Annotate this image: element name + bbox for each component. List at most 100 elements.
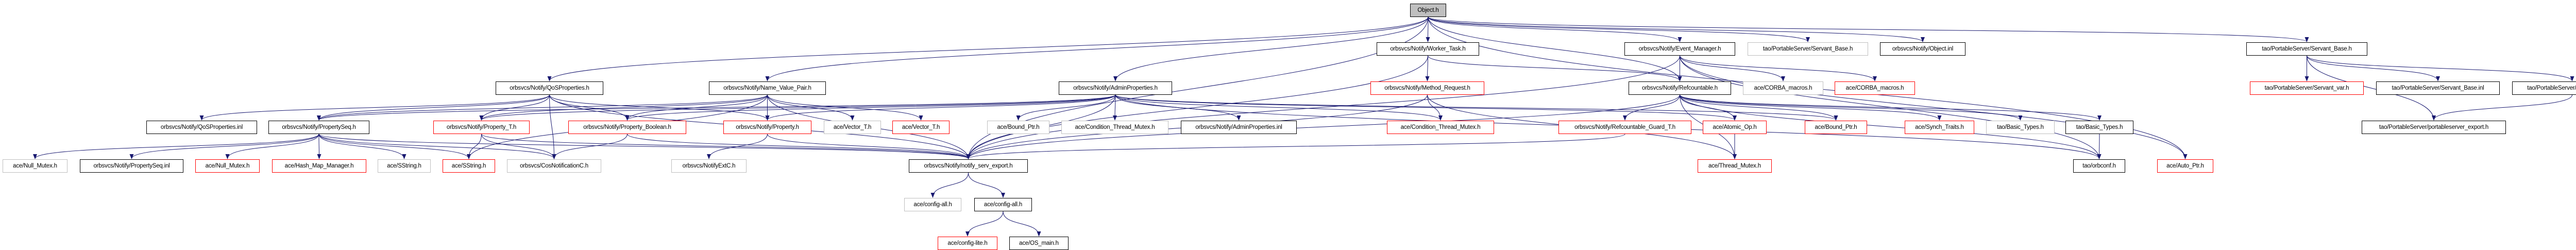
graph-node-orbconf[interactable]: tao/orbconf.h (2073, 159, 2125, 173)
graph-node-qos-properties-inl[interactable]: orbsvcs/Notify/QoSProperties.inl (146, 121, 257, 134)
graph-node-config-lite[interactable]: ace/config-lite.h (938, 237, 997, 250)
edge-property-seq-to-sstring-gray (318, 134, 406, 159)
edge-refcountable-to-orbconf (1680, 94, 2102, 159)
edge-property-t-to-cos-notification (481, 134, 556, 159)
graph-node-vector-t-red[interactable]: ace/Vector_T.h (892, 121, 950, 134)
graph-node-servant-base-gray[interactable]: tao/PortableServer/Servant_Base.h (1748, 42, 1868, 56)
graph-node-object-inl[interactable]: orbsvcs/Notify/Object.inl (1880, 42, 1965, 56)
graph-node-property-seq-inl[interactable]: orbsvcs/Notify/PropertySeq.inl (80, 159, 183, 173)
graph-node-worker-task[interactable]: orbsvcs/Notify/Worker_Task.h (1377, 42, 1479, 56)
edge-servant-base-to-portableserver-export (2307, 55, 2436, 121)
edge-event-manager-to-notify-serv-export (966, 55, 1680, 159)
graph-node-atomic-op[interactable]: ace/Atomic_Op.h (1703, 121, 1767, 134)
edge-admin-properties-to-cond-mutex-red (1115, 94, 1443, 121)
edge-property-seq-to-property-seq-inl (129, 134, 319, 159)
graph-node-refcountable-guard[interactable]: orbsvcs/Notify/Refcountable_Guard_T.h (1558, 121, 1691, 134)
edge-property-to-notify-serv-export (767, 134, 971, 159)
graph-node-hash-map-manager[interactable]: ace/Hash_Map_Manager.h (272, 159, 366, 173)
edge-object-h-to-admin-properties (1113, 16, 1429, 81)
graph-node-config-all-gray[interactable]: ace/config-all.h (904, 198, 961, 211)
graph-node-property-seq[interactable]: orbsvcs/Notify/PropertySeq.h (268, 121, 369, 134)
edge-property-boolean-to-cos-notification (552, 134, 628, 159)
graph-node-servant-base[interactable]: tao/PortableServer/Servant_Base.h (2246, 42, 2367, 56)
edge-admin-properties-to-property-t (479, 94, 1116, 121)
edge-property-to-notify-ext (707, 134, 768, 159)
graph-node-property[interactable]: orbsvcs/Notify/Property.h (723, 121, 811, 134)
graph-node-os-main[interactable]: ace/OS_main.h (1009, 237, 1069, 250)
edge-property-seq-to-null-mutex-gray (33, 134, 319, 159)
graph-node-thread-mutex[interactable]: ace/Thread_Mutex.h (1698, 159, 1772, 173)
edge-object-h-to-servant-base (1428, 16, 2309, 42)
graph-node-ps-forwardc[interactable]: tao/PortableServer/PS_ForwardC.h (2512, 81, 2576, 95)
edge-admin-properties-to-property-boolean (625, 94, 1116, 121)
graph-node-auto-ptr[interactable]: ace/Auto_Ptr.h (2157, 159, 2213, 173)
edge-qos-properties-to-property-t (479, 94, 550, 121)
graph-node-corba-macros-gray[interactable]: ace/CORBA_macros.h (1743, 81, 1823, 95)
edge-property-t-to-notify-serv-export (481, 134, 971, 159)
edge-worker-task-to-notify-serv-export (966, 55, 1428, 159)
edge-object-h-to-worker-task (1426, 16, 1430, 42)
graph-node-sstring-gray[interactable]: ace/SString.h (378, 159, 431, 173)
edge-refcountable-to-basic-types-gray (1680, 94, 2023, 121)
graph-node-vector-t-gray[interactable]: ace/Vector_T.h (824, 121, 881, 134)
edge-refcountable-to-notify-serv-export (966, 94, 1680, 159)
graph-node-event-manager[interactable]: orbsvcs/Notify/Event_Manager.h (1624, 42, 1735, 56)
graph-node-bound-ptr-red[interactable]: ace/Bound_Ptr.h (1805, 121, 1867, 134)
graph-node-null-mutex-gray[interactable]: ace/Null_Mutex.h (3, 159, 67, 173)
edge-servant-base-to-servant-base-inl (2307, 55, 2440, 81)
graph-node-cond-mutex-red[interactable]: ace/Condition_Thread_Mutex.h (1387, 121, 1494, 134)
graph-node-portableserver-export[interactable]: tao/PortableServer/portableserver_export… (2362, 121, 2506, 134)
edge-object-h-to-notify-serv-export (966, 16, 1429, 159)
edge-qos-properties-to-property-boolean (549, 94, 630, 121)
edge-admin-properties-to-property (765, 94, 1116, 121)
graph-node-admin-properties[interactable]: orbsvcs/Notify/AdminProperties.h (1059, 81, 1172, 95)
graph-node-synch-traits[interactable]: ace/Synch_Traits.h (1905, 121, 1974, 134)
edge-object-h-to-refcountable (1428, 16, 1682, 81)
edge-notify-serv-export-to-config-all (968, 172, 1005, 198)
edge-object-h-to-qos-properties (547, 16, 1429, 81)
graph-node-cond-mutex-gray[interactable]: ace/Condition_Thread_Mutex.h (1061, 121, 1168, 134)
edge-worker-task-to-refcountable (1428, 55, 1682, 81)
graph-node-cos-notification[interactable]: orbsvcs/CosNotificationC.h (507, 159, 601, 173)
graph-node-null-mutex-red[interactable]: ace/Null_Mutex.h (195, 159, 260, 173)
edge-name-value-pair-to-property-t (479, 94, 768, 121)
graph-node-servant-var[interactable]: tao/PortableServer/Servant_var.h (2250, 81, 2364, 95)
edge-config-all-to-os-main (1003, 211, 1041, 237)
graph-node-name-value-pair[interactable]: orbsvcs/Notify/Name_Value_Pair.h (709, 81, 826, 95)
edge-object-h-to-name-value-pair (765, 16, 1429, 81)
edge-event-manager-to-auto-ptr (1680, 55, 2188, 159)
graph-node-refcountable[interactable]: orbsvcs/Notify/Refcountable.h (1629, 81, 1731, 95)
edge-qos-properties-to-property (549, 94, 770, 121)
graph-node-method-request[interactable]: orbsvcs/Notify/Method_Request.h (1370, 81, 1484, 95)
graph-node-property-t[interactable]: orbsvcs/Notify/Property_T.h (433, 121, 530, 134)
edge-object-h-to-servant-base-gray (1428, 16, 1810, 42)
graph-node-config-all[interactable]: ace/config-all.h (974, 198, 1032, 211)
graph-node-servant-base-inl[interactable]: tao/PortableServer/Servant_Base.inl (2376, 81, 2500, 95)
edge-property-seq-to-notify-serv-export (318, 134, 971, 159)
edge-qos-properties-to-cos-notification (549, 94, 556, 159)
graph-node-corba-macros-red[interactable]: ace/CORBA_macros.h (1835, 81, 1915, 95)
edge-event-manager-to-corba-macros-red (1680, 55, 1877, 81)
edge-object-h-to-event-manager (1428, 16, 1682, 42)
graph-node-bound-ptr-gray[interactable]: ace/Bound_Ptr.h (987, 121, 1049, 134)
edge-admin-properties-to-atomic-op (1115, 94, 1737, 121)
graph-node-qos-properties[interactable]: orbsvcs/Notify/QoSProperties.h (496, 81, 603, 95)
edge-property-t-to-sstring-red (467, 134, 482, 159)
graph-node-basic-types-gray[interactable]: tao/Basic_Types.h (1986, 121, 2055, 134)
edge-refcountable-to-bound-ptr-red (1680, 94, 1838, 121)
edge-ps-forwardc-to-portableserver-export (2432, 94, 2572, 121)
edge-event-manager-to-corba-macros-gray (1680, 55, 1785, 81)
edge-refcountable-to-synch-traits (1680, 94, 1942, 121)
edge-property-boolean-to-notify-serv-export (627, 134, 971, 159)
edge-basic-types-to-orbconf (2097, 134, 2102, 159)
graph-node-admin-properties-inl[interactable]: orbsvcs/Notify/AdminProperties.inl (1181, 121, 1297, 134)
graph-node-notify-ext[interactable]: orbsvcs/NotifyExtC.h (671, 159, 747, 173)
graph-node-sstring-red[interactable]: ace/SString.h (443, 159, 495, 173)
edge-refcountable-to-basic-types (1680, 94, 2102, 121)
graph-node-property-boolean[interactable]: orbsvcs/Notify/Property_Boolean.h (568, 121, 686, 134)
edge-refcountable-to-refcountable-guard (1623, 94, 1680, 121)
graph-node-notify-serv-export[interactable]: orbsvcs/Notify/notify_serv_export.h (909, 159, 1028, 173)
edge-property-seq-to-sstring-red (318, 134, 471, 159)
graph-node-basic-types[interactable]: tao/Basic_Types.h (2065, 121, 2133, 134)
